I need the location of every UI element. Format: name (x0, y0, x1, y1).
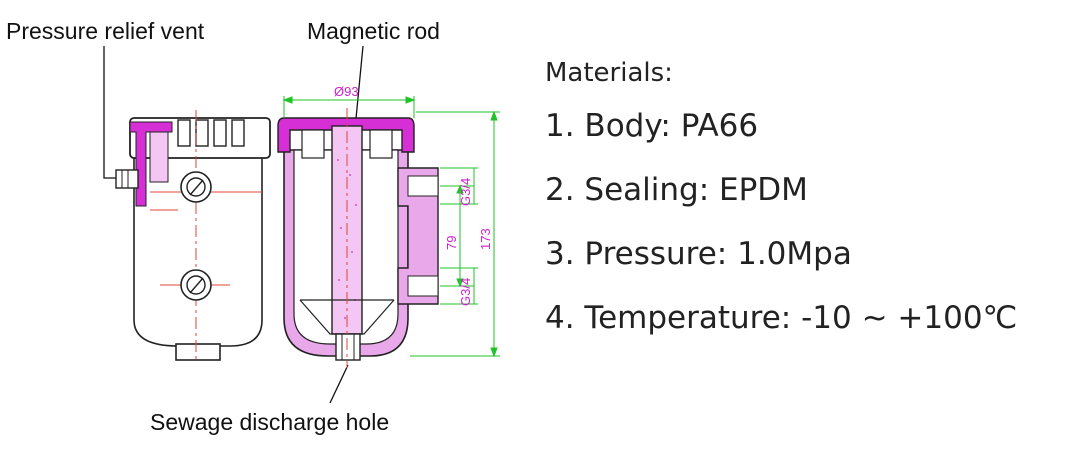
material-pressure: 3. Pressure: 1.0Mpa (545, 236, 852, 272)
external-view (115, 110, 271, 362)
sewage-discharge-hole (335, 333, 361, 361)
pressure-relief-vent-label: Pressure relief vent (6, 18, 205, 44)
port-spacing-dimension: 79 (444, 236, 459, 250)
hole-leader-line (329, 364, 349, 404)
height-dimension: 173 (478, 228, 493, 250)
vent-leader-line (103, 46, 118, 179)
diameter-dimension: Ø93 (334, 84, 359, 99)
filter-technical-drawing: Ø93 173 79 G3/4 G3/4 (103, 45, 500, 404)
sewage-discharge-hole-label: Sewage discharge hole (150, 409, 390, 435)
top-port-thread-dimension: G3/4 (458, 178, 473, 206)
bottom-port-thread-dimension: G3/4 (458, 278, 473, 306)
material-temperature: 4. Temperature: -10 ~ +100℃ (545, 300, 1018, 336)
materials-heading: Materials: (545, 58, 673, 88)
side-ports (180, 171, 212, 301)
section-view: Ø93 173 79 G3/4 G3/4 (277, 84, 500, 368)
pressure-relief-vent (115, 169, 139, 189)
materials-list: Materials: 1. Body: PA66 2. Sealing: EPD… (545, 58, 1017, 362)
magnetic-rod-label: Magnetic rod (307, 18, 440, 44)
material-body: 1. Body: PA66 (545, 108, 759, 144)
material-sealing: 2. Sealing: EPDM (545, 172, 808, 208)
dimension-lines (282, 96, 500, 358)
